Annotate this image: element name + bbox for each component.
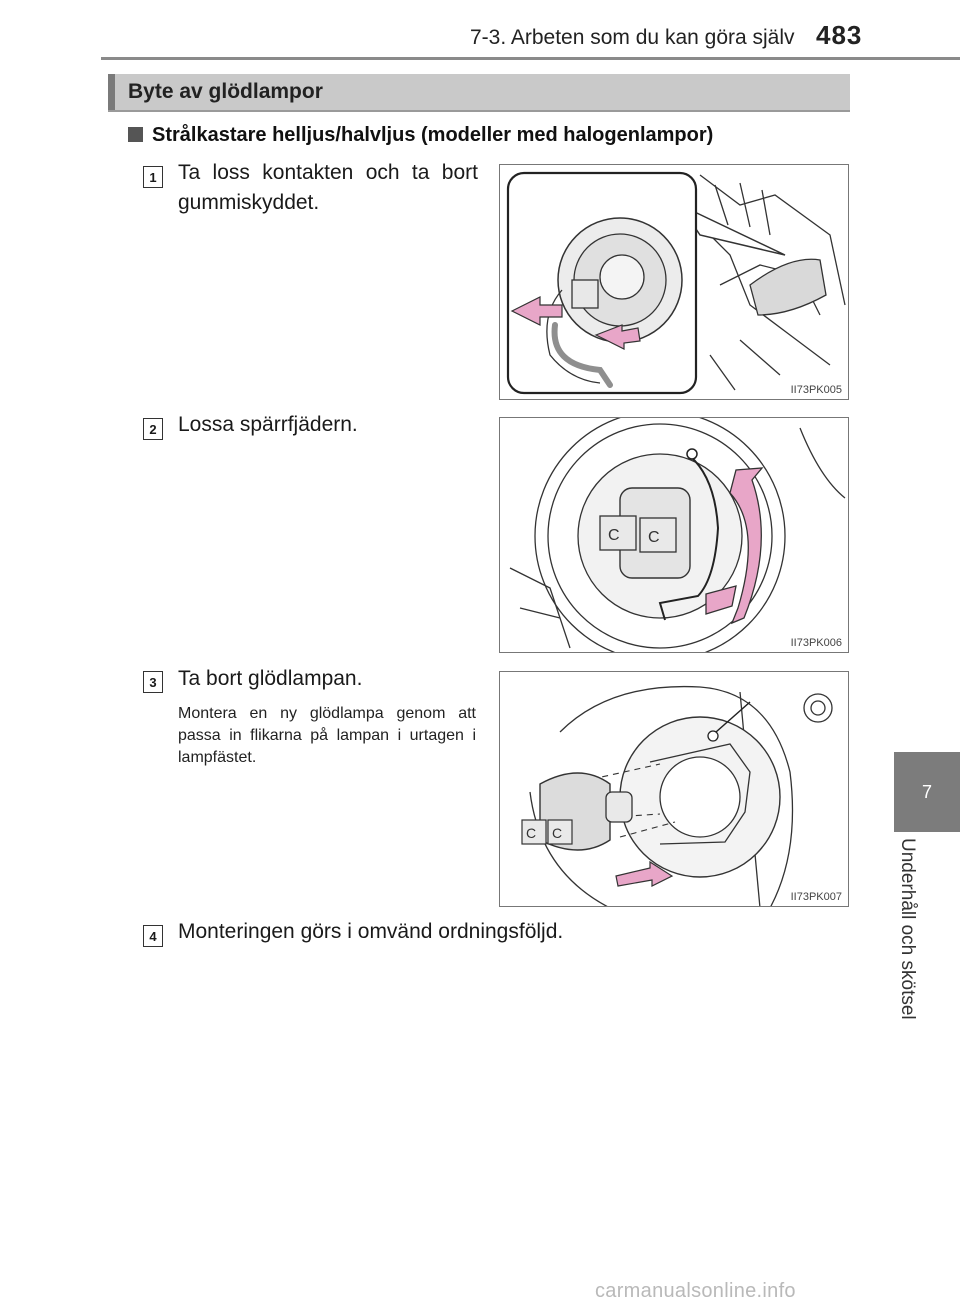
chapter-number: 7 [921, 781, 932, 802]
figure-step-1: II73PK005 [499, 164, 849, 400]
subsection-title: Strålkastare helljus/halvljus (modeller … [152, 124, 714, 146]
step-3-text: Ta bort glödlampan. [178, 667, 363, 690]
svg-text:C: C [648, 529, 660, 546]
header-rule [101, 57, 960, 60]
step-1-line-2: gummiskyddet. [178, 191, 320, 214]
retaining-spring-illustration: C C [509, 418, 846, 652]
square-bullet-icon [128, 127, 143, 142]
figure-code: II73PK005 [790, 384, 842, 396]
figure-code: II73PK006 [790, 637, 842, 649]
step-badge-1: 1 [143, 166, 163, 188]
chapter-title: Underhåll och skötsel [897, 838, 918, 1020]
step-1-line-1: Ta loss kontakten och ta bort [178, 161, 478, 184]
section-title: Byte av glödlampor [128, 80, 323, 103]
step-badge-2: 2 [143, 418, 163, 440]
watermark: carmanualsonline.info [595, 1280, 796, 1302]
figure-step-3: C C II73PK007 [499, 671, 849, 907]
figure-step-2: C C II73PK006 [499, 417, 849, 653]
step-badge-4: 4 [143, 925, 163, 947]
bulb-removal-illustration: C C [521, 685, 833, 906]
step-2-text: Lossa spärrfjädern. [178, 413, 358, 436]
figure-code: II73PK007 [790, 891, 842, 903]
running-header: 7-3. Arbeten som du kan göra själv [470, 26, 795, 49]
svg-text:C: C [608, 527, 620, 544]
chapter-tab: 7 [894, 752, 960, 832]
step-3-note: Montera en ny glödlampa genom att passa … [178, 705, 476, 766]
svg-text:C: C [526, 825, 536, 841]
svg-text:C: C [552, 825, 562, 841]
chapter-tab-label: Underhåll och skötsel [896, 838, 930, 1038]
step-1-text: Ta loss kontakten och ta bort gummiskydd… [178, 158, 478, 218]
section-heading-bar: Byte av glödlampor [108, 74, 850, 112]
step-badge-3: 3 [143, 671, 163, 693]
headlamp-connector-illustration [506, 171, 846, 395]
subsection-heading: Strålkastare helljus/halvljus (modeller … [128, 124, 713, 147]
page-number: 483 [816, 20, 863, 50]
step-4-text: Monteringen görs i omvänd ordningsföljd. [178, 920, 564, 943]
